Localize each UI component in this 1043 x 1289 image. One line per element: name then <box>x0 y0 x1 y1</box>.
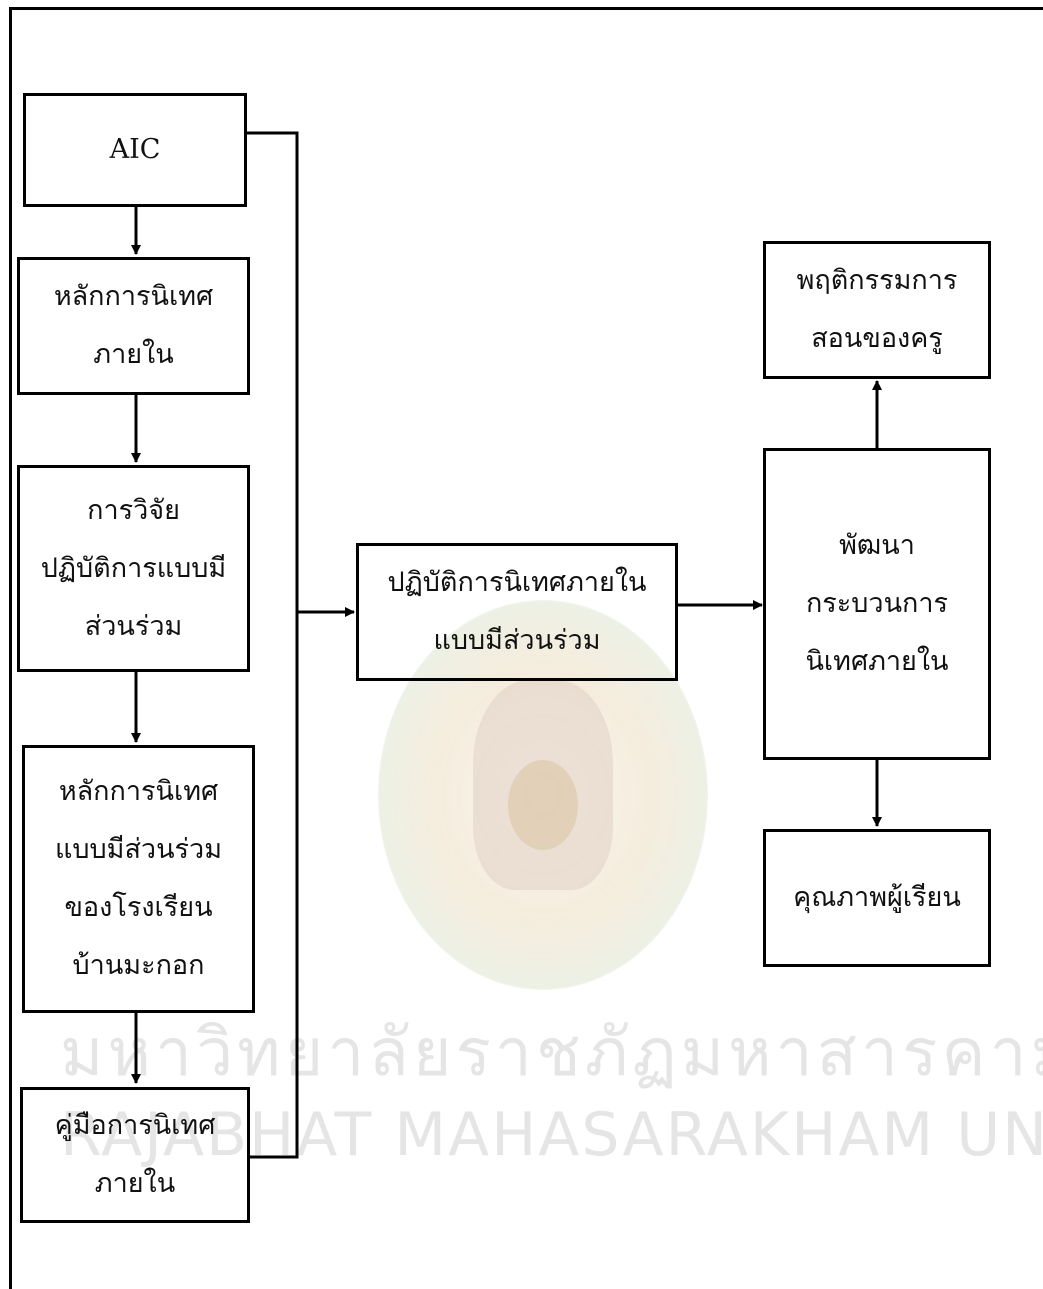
box-principles-internal: หลักการนิเทศ ภายใน <box>17 257 250 395</box>
collector-bracket <box>247 131 299 1159</box>
box-school-line-3: ของโรงเรียน <box>64 892 213 923</box>
box-principles-school: หลักการนิเทศ แบบมีส่วนร่วม ของโรงเรียน บ… <box>22 745 255 1013</box>
box-practice: ปฏิบัติการนิเทศภายใน แบบมีส่วนร่วม <box>356 543 678 681</box>
box-aic-line-1: AIC <box>109 134 161 165</box>
watermark-thai: มหาวิทยาลัยราชภัฏมหาสารคาม <box>60 1014 1043 1091</box>
box-par-line-3: ส่วนร่วม <box>84 610 183 642</box>
box-develop-line-2: กระบวนการ <box>805 588 949 619</box>
box-principles-internal-line-1: หลักการนิเทศ <box>53 281 214 312</box>
box-develop-line-1: พัฒนา <box>839 530 915 561</box>
box-principles-internal-line-2: ภายใน <box>93 339 174 370</box>
box-develop-line-3: นิเทศภายใน <box>805 646 949 677</box>
page-frame <box>9 7 1043 1289</box>
box-par-line-1: การวิจัย <box>87 494 180 526</box>
box-quality-line-1: คุณภาพผู้เรียน <box>793 882 961 913</box>
box-par-line-2: ปฏิบัติการแบบมี <box>40 552 227 584</box>
box-school-line-1: หลักการนิเทศ <box>58 776 219 807</box>
box-aic: AIC <box>23 93 247 207</box>
box-practice-line-1: ปฏิบัติการนิเทศภายใน <box>387 567 647 598</box>
box-participatory-action-research: การวิจัย ปฏิบัติการแบบมี ส่วนร่วม <box>17 465 250 672</box>
box-manual: คู่มือการนิเทศ ภายใน <box>20 1087 250 1223</box>
box-behavior-line-2: สอนของครู <box>811 323 943 354</box>
box-school-line-4: บ้านมะกอก <box>72 950 205 981</box>
box-manual-line-2: ภายใน <box>94 1168 176 1199</box>
box-practice-line-2: แบบมีส่วนร่วม <box>433 625 601 656</box>
box-develop: พัฒนา กระบวนการ นิเทศภายใน <box>763 448 991 760</box>
watermark-english: RAJABHAT MAHASARAKHAM UNIVERSITY <box>60 1100 1043 1170</box>
box-manual-line-1: คู่มือการนิเทศ <box>54 1110 216 1141</box>
university-seal-watermark <box>378 600 708 990</box>
box-school-line-2: แบบมีส่วนร่วม <box>54 834 223 865</box>
box-behavior-line-1: พฤติกรรมการ <box>796 265 958 296</box>
box-teacher-behavior: พฤติกรรมการ สอนของครู <box>763 241 991 379</box>
box-student-quality: คุณภาพผู้เรียน <box>763 829 991 967</box>
